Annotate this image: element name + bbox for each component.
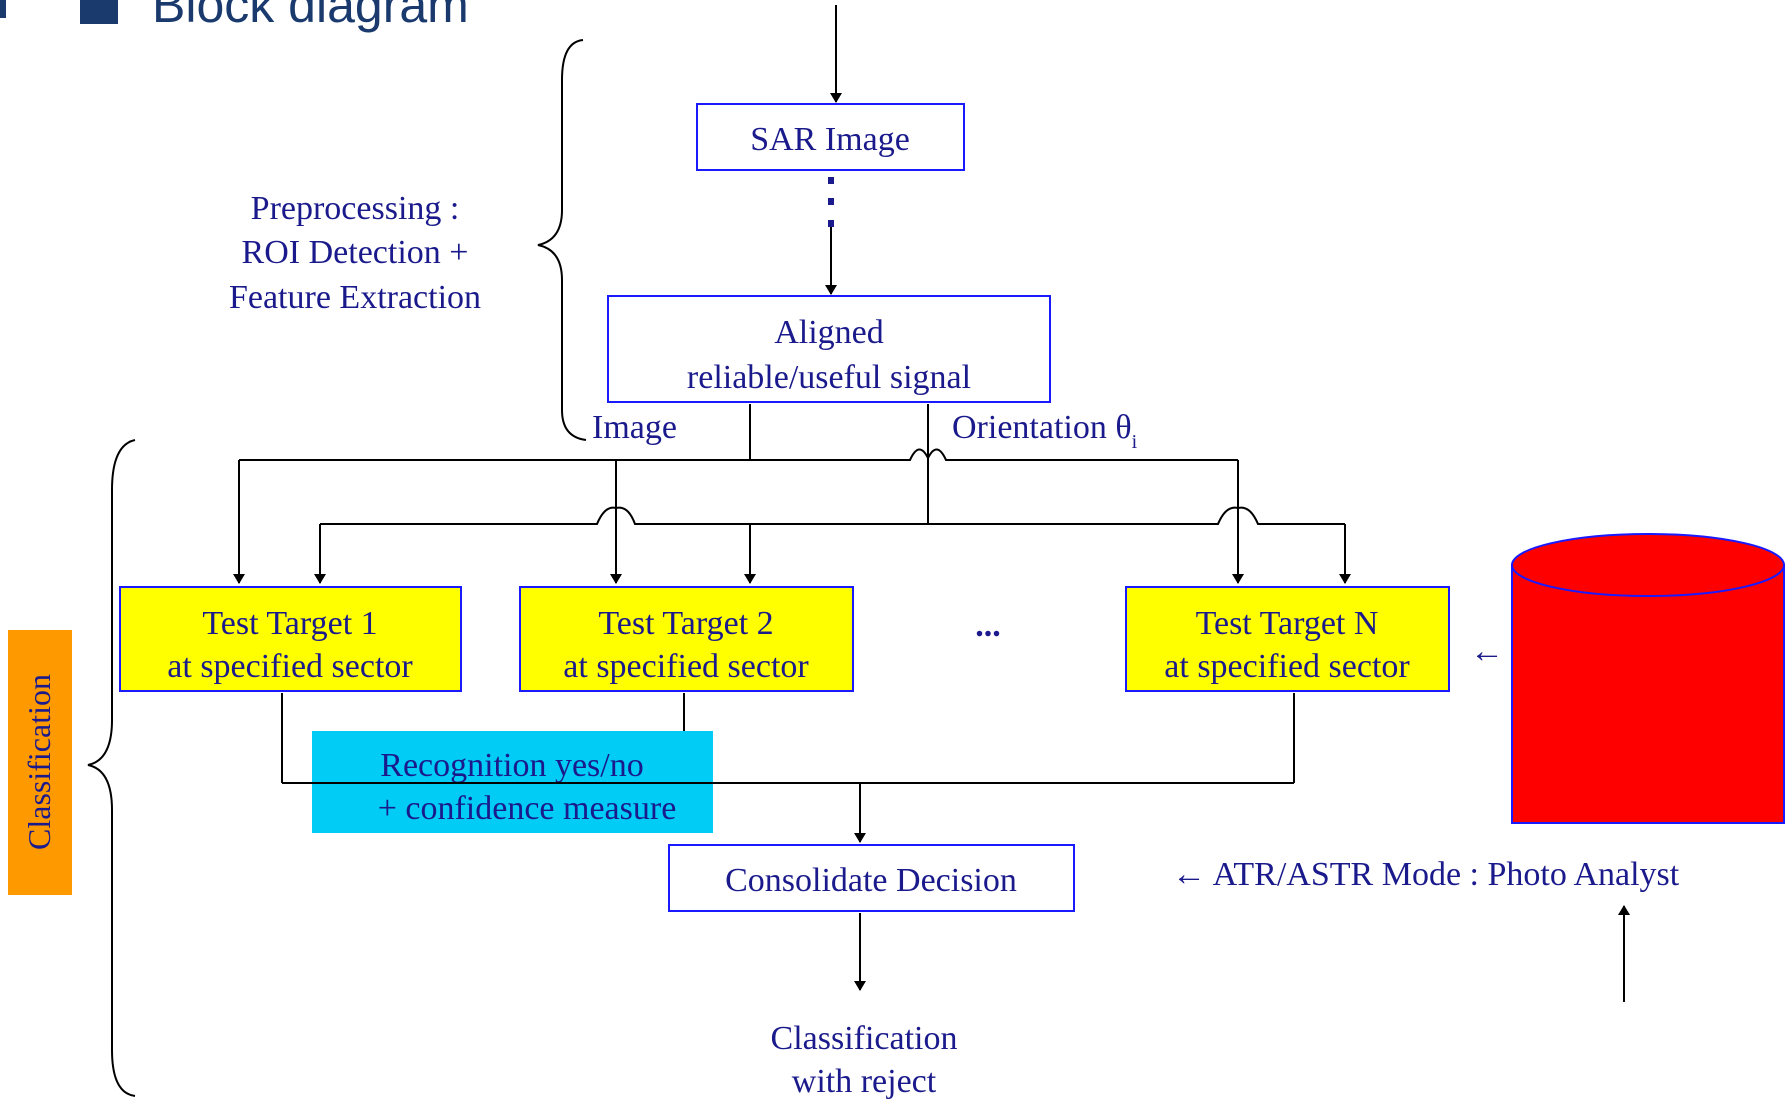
test-target-1: Test Target 1 at specified sector: [119, 586, 462, 692]
consolidate-decision-box: [668, 844, 1075, 912]
svg-text:Feature Extraction: Feature Extraction: [229, 279, 481, 316]
sar-image-box: [696, 103, 965, 171]
targets-ellipsis: ...: [975, 607, 1001, 644]
mode-label: ← ATR/ASTR Mode : Photo Analyst: [1172, 856, 1680, 893]
svg-text:Test Target 1: Test Target 1: [202, 605, 377, 642]
svg-text:at specified sector: at specified sector: [167, 648, 413, 685]
dotted-connector: [828, 177, 834, 227]
title-text: Block diagram: [152, 0, 469, 33]
preprocessing-brace: [537, 39, 587, 441]
test-target-n: Test Target N at specified sector: [1125, 586, 1450, 692]
database-icon: [1511, 533, 1785, 824]
image-signal-label: Image: [592, 409, 677, 446]
aligned-signal-box: [607, 295, 1051, 403]
orientation-bus: [314, 404, 1351, 584]
output-label: Classification: [771, 1020, 958, 1057]
consolidate-label: Consolidate Decision: [725, 862, 1017, 899]
aligned-label: Aligned: [774, 314, 884, 351]
title-marker-icon: [0, 0, 6, 18]
svg-text:Test Target N: Test Target N: [1196, 605, 1379, 642]
classification-brace: [87, 439, 136, 1097]
svg-text:at specified sector: at specified sector: [1164, 648, 1410, 685]
classification-tab-label: Classification: [21, 674, 57, 850]
svg-text:Preprocessing :: Preprocessing :: [251, 190, 460, 227]
orientation-signal-label: Orientation θi: [952, 409, 1138, 453]
decision-bus: [281, 693, 1295, 843]
classification-tab: [8, 630, 72, 895]
svg-text:ROI Detection +: ROI Detection +: [242, 234, 469, 271]
output-sublabel: with reject: [792, 1063, 937, 1100]
recognition-label: Recognition yes/no: [380, 747, 643, 784]
aligned-sublabel: reliable/useful signal: [687, 359, 971, 396]
svg-text:at specified sector: at specified sector: [563, 648, 809, 685]
recognition-sublabel: + confidence measure: [378, 790, 677, 827]
svg-text:Test Target 2: Test Target 2: [598, 605, 773, 642]
database-arrow-label: ←: [1470, 633, 1504, 670]
title-bullet-icon: [80, 0, 118, 24]
slide-title: Block diagram: [0, 0, 469, 33]
test-target-2: Test Target 2 at specified sector: [519, 586, 854, 692]
preprocessing-label: Preprocessing : ROI Detection + Feature …: [229, 190, 481, 316]
sar-image-label: SAR Image: [750, 121, 910, 158]
